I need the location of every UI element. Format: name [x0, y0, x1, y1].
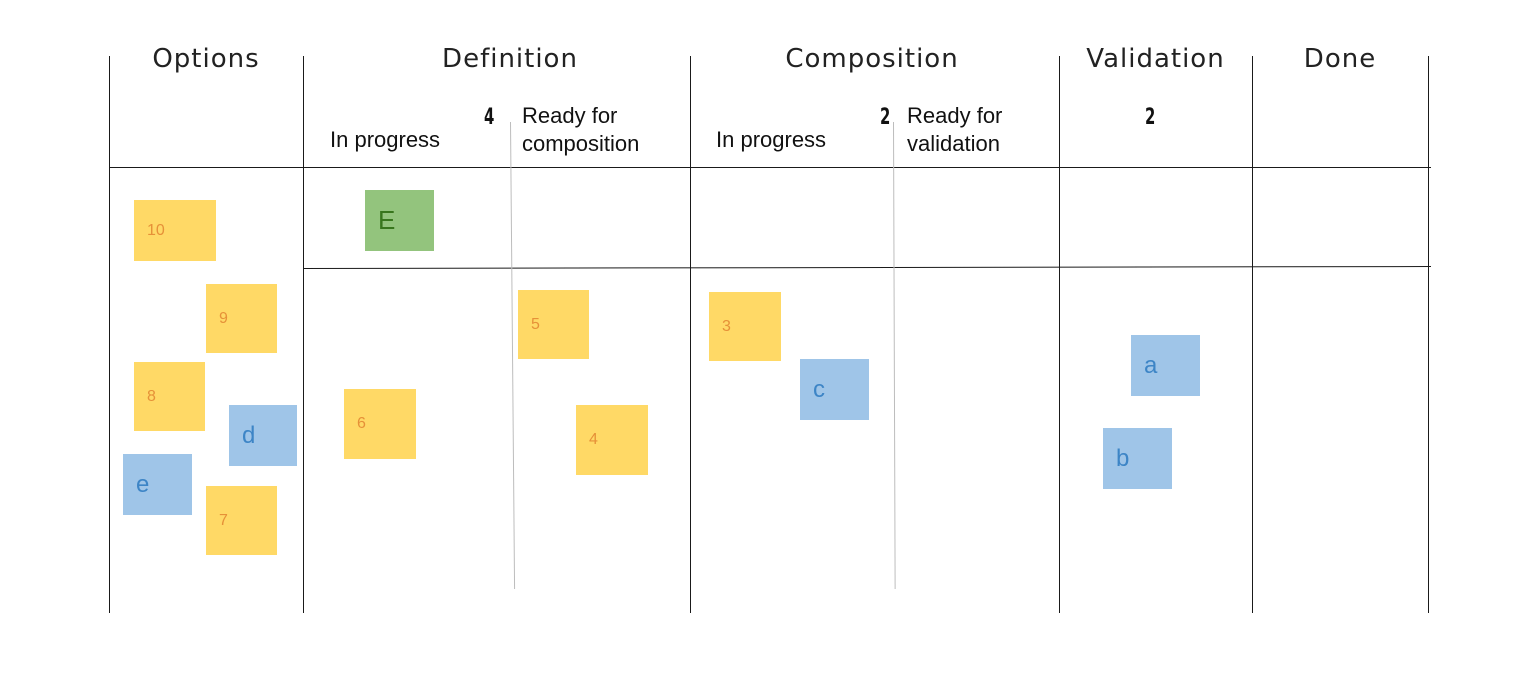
card-E[interactable]: E: [365, 190, 434, 251]
card-6[interactable]: 6: [344, 389, 416, 459]
column-border-definition-composition: [690, 56, 691, 613]
card-e[interactable]: e: [123, 454, 192, 515]
card-5[interactable]: 5: [518, 290, 589, 359]
wip-limit-validation: 2: [1145, 105, 1156, 130]
card-7[interactable]: 7: [206, 486, 277, 555]
column-border-left: [109, 56, 110, 613]
subcolumn-definition-in-progress: In progress: [330, 127, 441, 152]
card-10[interactable]: 10: [134, 200, 216, 261]
subcolumn-composition-ready: Ready for validation: [907, 103, 1003, 156]
lane-divider: [302, 266, 1431, 269]
wip-limit-composition: 2: [880, 105, 891, 130]
column-title-composition: Composition: [785, 44, 959, 74]
wip-limit-definition: 4: [484, 105, 495, 130]
card-d[interactable]: d: [229, 405, 297, 466]
header-divider: [109, 167, 1431, 168]
card-c[interactable]: c: [800, 359, 869, 420]
column-title-options: Options: [152, 44, 260, 74]
card-8[interactable]: 8: [134, 362, 205, 431]
column-title-definition: Definition: [442, 44, 578, 74]
column-border-composition-validation: [1059, 56, 1060, 613]
subcolumn-definition-ready: Ready for composition: [522, 103, 640, 156]
column-border-validation-done: [1252, 56, 1253, 613]
column-title-done: Done: [1303, 44, 1377, 74]
definition-subcolumn-separator: [510, 121, 516, 589]
card-a[interactable]: a: [1131, 335, 1200, 396]
column-border-options-definition: [303, 56, 304, 613]
subcolumn-composition-in-progress: In progress: [716, 127, 827, 152]
composition-subcolumn-separator: [893, 121, 896, 589]
column-border-right: [1428, 56, 1429, 613]
card-b[interactable]: b: [1103, 428, 1172, 489]
card-4[interactable]: 4: [576, 405, 648, 475]
card-3[interactable]: 3: [709, 292, 781, 361]
column-title-validation: Validation: [1086, 44, 1225, 74]
card-9[interactable]: 9: [206, 284, 277, 353]
